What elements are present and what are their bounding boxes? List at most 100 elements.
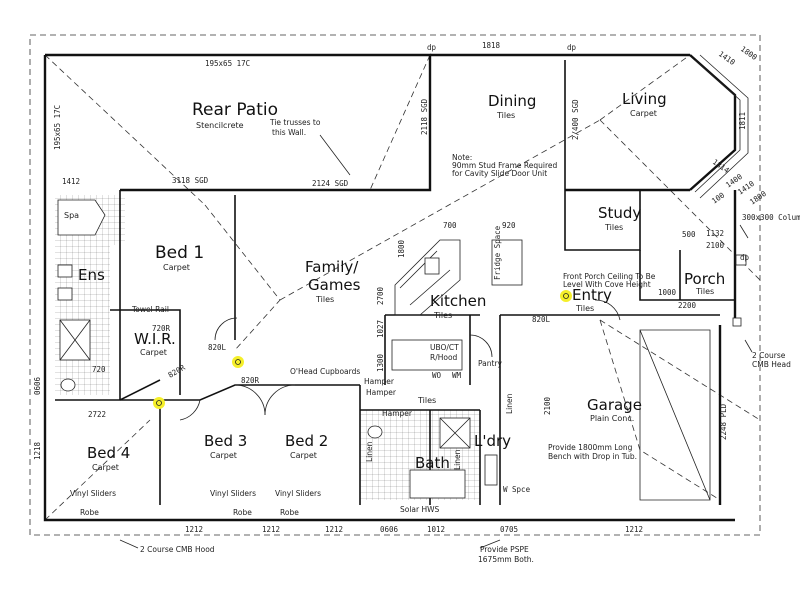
ensuite-toilet bbox=[60, 378, 76, 392]
fridge-label: Fridge Space bbox=[493, 225, 502, 280]
wir-finish: Carpet bbox=[140, 348, 167, 357]
bed2-finish: Carpet bbox=[290, 451, 317, 460]
kitchen-sink bbox=[424, 257, 440, 275]
bed2-label: Bed 2 bbox=[285, 432, 328, 450]
wm-label: WM bbox=[452, 371, 462, 380]
kitchen-label: Kitchen bbox=[430, 292, 486, 310]
dim-1800b: 1800 bbox=[748, 189, 768, 207]
porch-ceiling-note-1: Front Porch Ceiling To Be bbox=[563, 272, 656, 281]
dp-1: dp bbox=[427, 43, 437, 52]
ubo-label: UBO/CT bbox=[430, 343, 459, 352]
study-label: Study bbox=[598, 204, 641, 222]
dim-2248: 2248 PLD bbox=[719, 403, 728, 440]
bath-label: Bath bbox=[415, 454, 450, 472]
bed4-finish: Carpet bbox=[92, 463, 119, 472]
external-walls bbox=[43, 53, 737, 522]
linen-3: Linen bbox=[453, 449, 462, 470]
vinyl-sliders-3: Vinyl Sliders bbox=[275, 489, 321, 498]
family-finish: Tiles bbox=[315, 295, 334, 304]
sgd-2400: 2/400 SGD bbox=[571, 99, 580, 140]
kitchen-bench bbox=[391, 339, 463, 371]
dim-1212b: 1212 bbox=[262, 525, 280, 534]
dining-label: Dining bbox=[488, 92, 536, 110]
ensuite-basin-1 bbox=[57, 264, 73, 278]
dim-700: 700 bbox=[443, 221, 457, 230]
laundry-tub bbox=[484, 454, 498, 486]
dim-500: 500 bbox=[682, 230, 696, 239]
robe-2: Robe bbox=[233, 508, 252, 517]
ensuite-basin-2 bbox=[57, 287, 73, 301]
eave-line bbox=[29, 34, 761, 536]
wir-label: W.I.R. bbox=[134, 330, 176, 348]
tub-note-2: Bench with Drop in Tub. bbox=[548, 452, 637, 461]
cavity-note-1: 90mm Stud Frame Required bbox=[452, 161, 558, 170]
dim-1212c: 1212 bbox=[325, 525, 343, 534]
marker-dot-3 bbox=[560, 290, 572, 302]
family-label: Family/ bbox=[305, 258, 359, 276]
dim-820r-b: 820R bbox=[167, 363, 188, 380]
pspe-note-2: 1675mm Both. bbox=[478, 555, 534, 564]
laundry-label: L'dry bbox=[474, 432, 511, 450]
bay-window bbox=[694, 54, 749, 199]
dim-1811: 1811 bbox=[738, 112, 747, 130]
garage-label: Garage bbox=[587, 396, 642, 414]
dim-2700: 2700 bbox=[376, 286, 385, 305]
solar-hws: Solar HWS bbox=[400, 505, 440, 514]
dim-0705: 0705 bbox=[500, 525, 518, 534]
truss-note-2: this Wall. bbox=[272, 128, 306, 137]
marker-dot-2 bbox=[153, 397, 165, 409]
bed3-label: Bed 3 bbox=[204, 432, 247, 450]
fridge-space bbox=[491, 239, 523, 286]
dim-2100b: 2100 bbox=[543, 396, 552, 415]
dim-0606: 0606 bbox=[33, 376, 42, 395]
bed4-label: Bed 4 bbox=[87, 444, 130, 462]
dp-3: dp bbox=[740, 253, 750, 262]
leader-lines bbox=[119, 134, 753, 549]
hamper-2: Hamper bbox=[366, 388, 397, 397]
dim-1218: 1218 bbox=[33, 441, 42, 460]
dim-2100a: 2100 bbox=[706, 241, 725, 250]
beam-left: 195x65 17C bbox=[53, 105, 62, 150]
rear-patio-label: Rear Patio bbox=[192, 100, 278, 120]
dim-1212d: 1212 bbox=[625, 525, 643, 534]
dim-1814: 1814 bbox=[711, 157, 731, 175]
garage-door bbox=[639, 329, 711, 501]
wc-toilet bbox=[367, 425, 383, 439]
bed3-finish: Carpet bbox=[210, 451, 237, 460]
dim-1412: 1412 bbox=[62, 177, 80, 186]
dp-2: dp bbox=[567, 43, 577, 52]
dim-1000: 1000 bbox=[658, 288, 677, 297]
shower-diagonal bbox=[59, 319, 91, 361]
bed1-finish: Carpet bbox=[163, 263, 190, 272]
dim-820r-a: 820R bbox=[241, 376, 260, 385]
dim-1212a: 1212 bbox=[185, 525, 203, 534]
dim-1818: 1818 bbox=[482, 41, 501, 50]
garage-finish: Plain Conc. bbox=[590, 414, 634, 423]
living-finish: Carpet bbox=[630, 109, 657, 118]
tub-note-1: Provide 1800mm Long bbox=[548, 443, 633, 452]
cmb-head-1: 2 Course bbox=[752, 351, 786, 360]
bath-shower-x bbox=[439, 417, 471, 449]
study-finish: Tiles bbox=[604, 223, 623, 232]
cmb-head-2: CMB Head bbox=[752, 360, 791, 369]
robe-3: Robe bbox=[280, 508, 299, 517]
door-swings bbox=[179, 299, 621, 421]
porch-finish: Tiles bbox=[695, 287, 714, 296]
dim-720r: 720R bbox=[152, 324, 171, 333]
cavity-note-2: for Cavity Slide Door Unit bbox=[452, 169, 547, 178]
roof-hip-lines bbox=[44, 54, 761, 521]
pantry-label: Pantry bbox=[478, 359, 503, 368]
pspe-note-1: Provide PSPE bbox=[480, 545, 529, 554]
ensuite-label: Ens bbox=[78, 266, 105, 284]
dim-1012: 1012 bbox=[427, 525, 445, 534]
dining-finish: Tiles bbox=[496, 111, 515, 120]
living-label: Living bbox=[622, 90, 667, 108]
hall-tiles: Tiles bbox=[417, 396, 436, 405]
cavity-note-title: Note: bbox=[452, 153, 472, 162]
dim-720: 720 bbox=[92, 365, 106, 374]
porch-post bbox=[732, 317, 742, 327]
linen-1: Linen bbox=[505, 393, 514, 414]
rear-patio-finish: Stencilcrete bbox=[196, 121, 244, 130]
hamper-1: Hamper bbox=[364, 377, 395, 386]
